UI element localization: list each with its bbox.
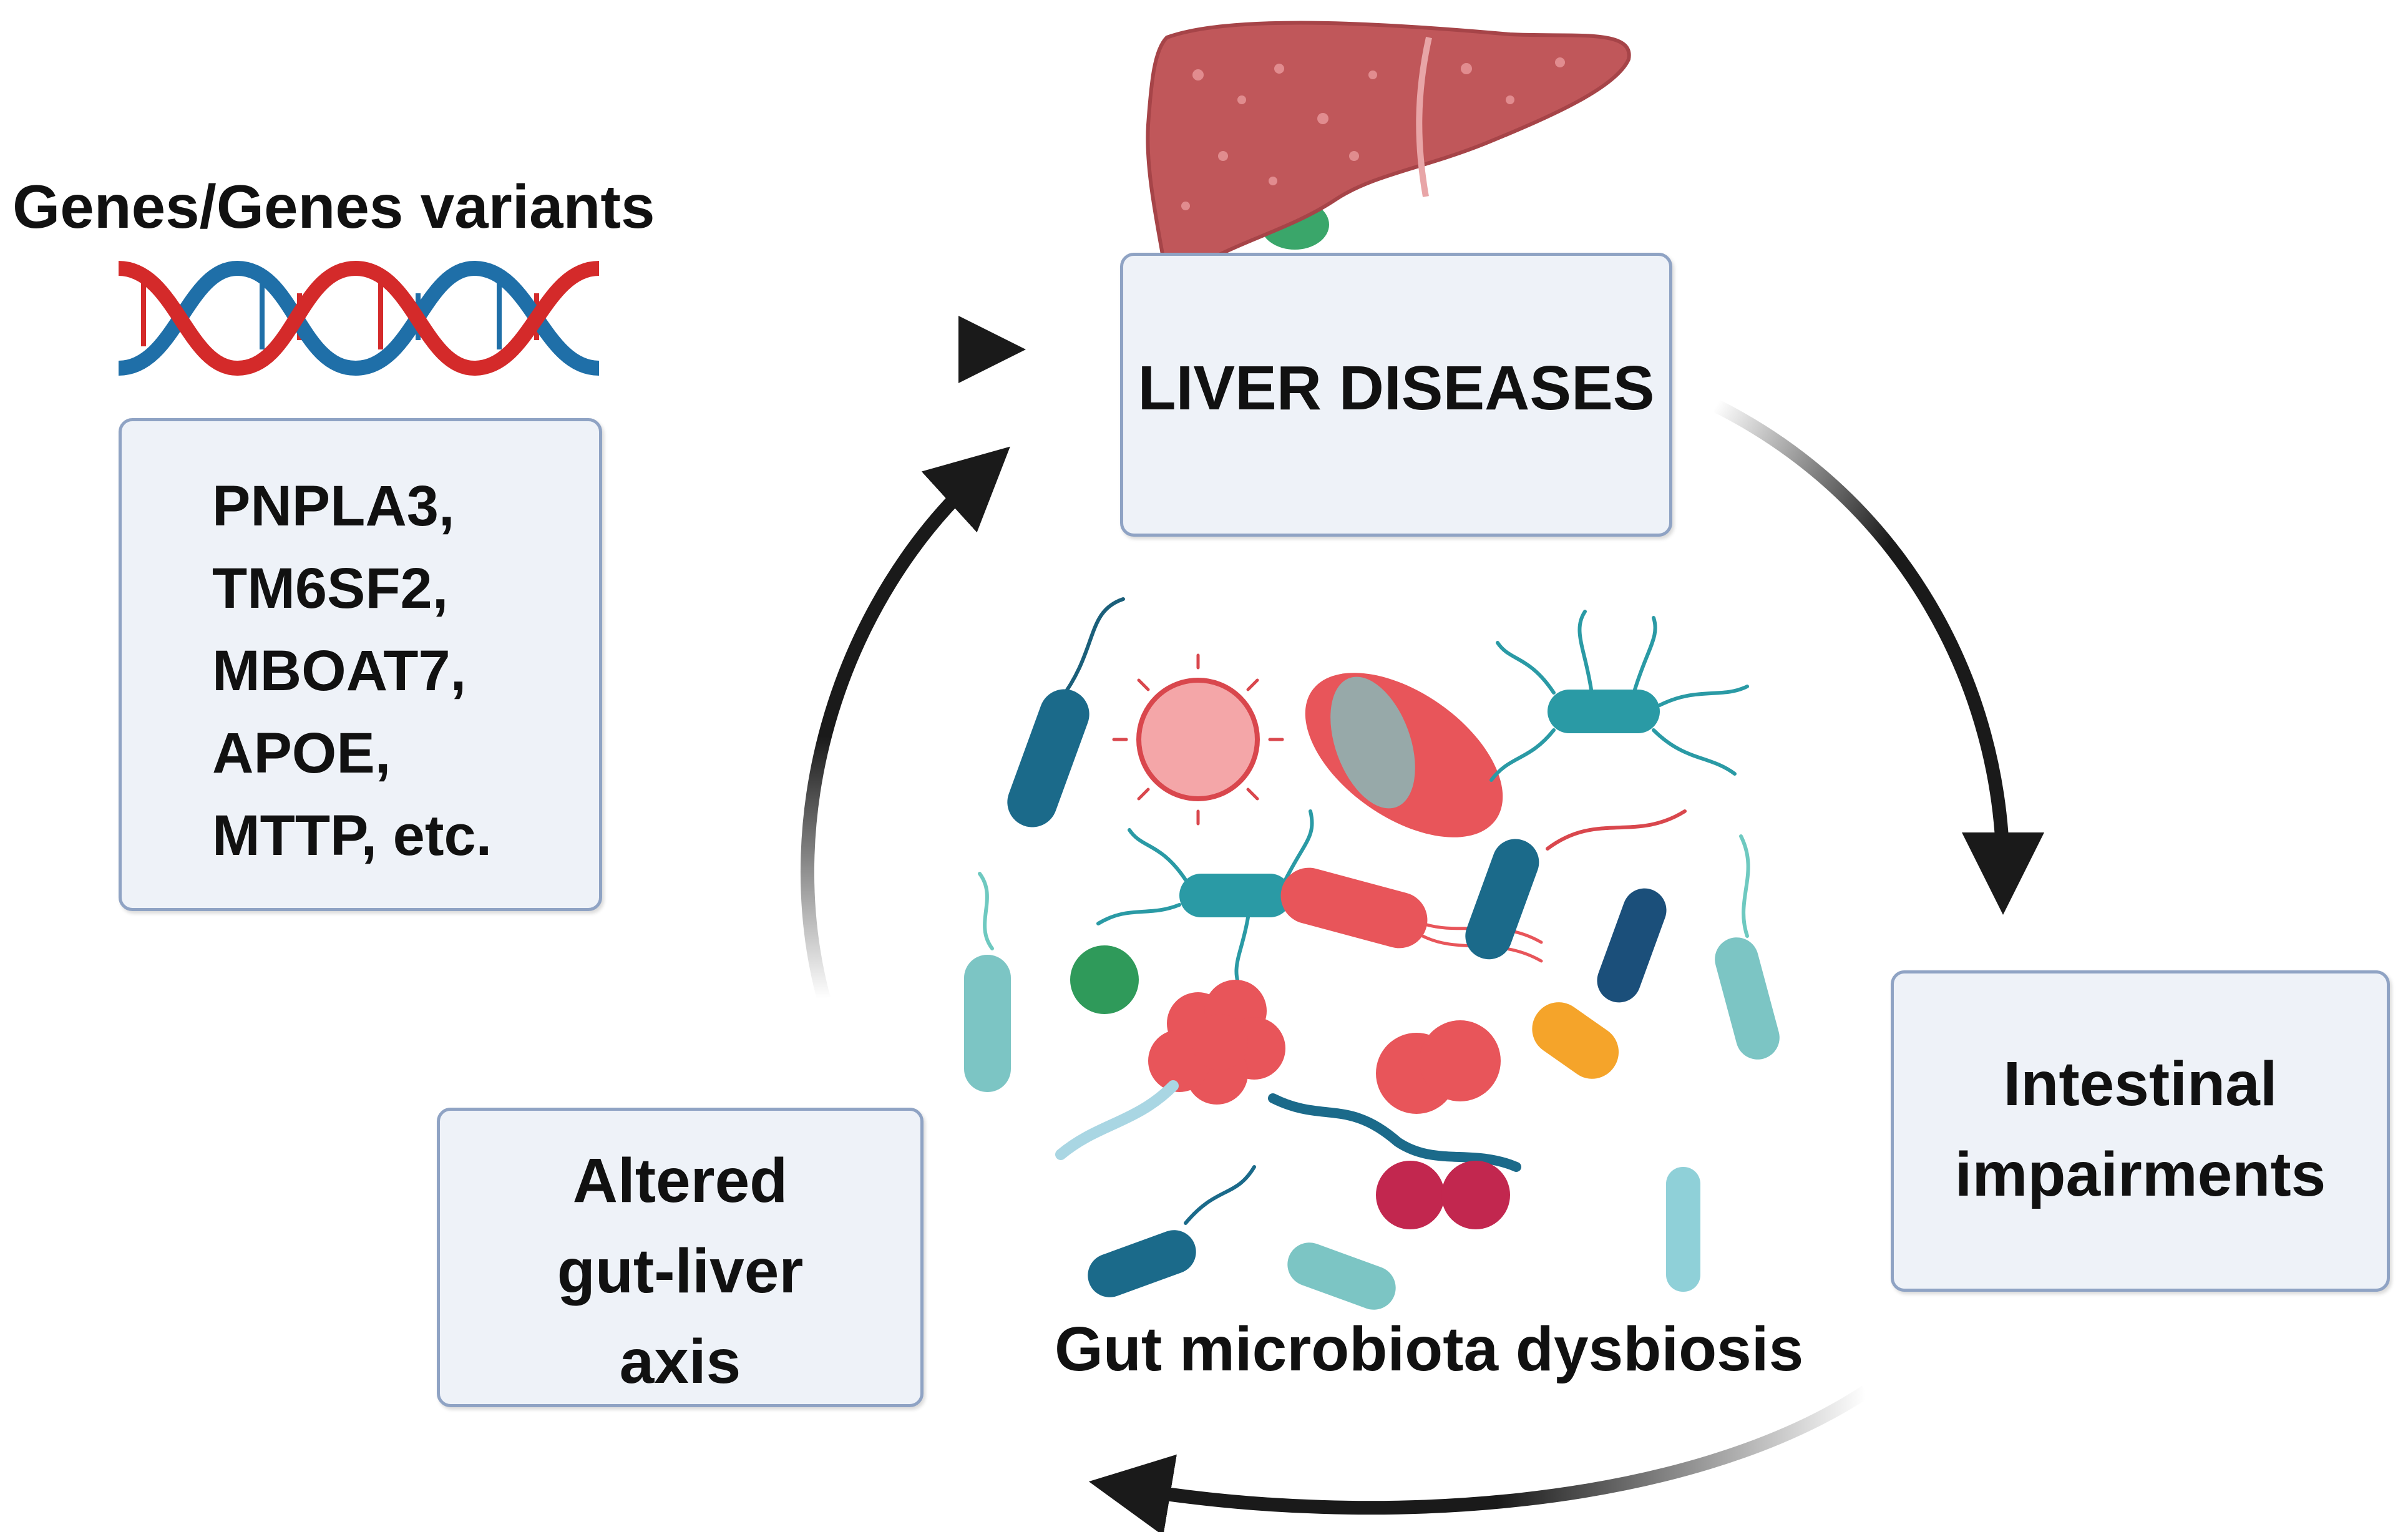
altered-line-2: gut-liver: [557, 1236, 804, 1306]
dna-icon: [118, 260, 600, 376]
altered-line-3: axis: [619, 1327, 741, 1397]
intestinal-line-2: impairments: [1954, 1139, 2326, 1209]
genes-title: Genes/Genes variants: [12, 172, 655, 241]
altered-line-1: Altered: [572, 1146, 788, 1216]
intestinal-line-1: Intestinal: [2003, 1049, 2278, 1119]
altered-gut-liver-axis-label: Altered gut-liver axis: [440, 1136, 920, 1407]
gut-microbiota-dysbiosis-label: Gut microbiota dysbiosis: [1055, 1314, 1804, 1384]
intestinal-impairments-box: Intestinal impairments: [1891, 970, 2390, 1292]
liver-icon: [1146, 21, 1631, 285]
microbes-illustration: [964, 597, 1780, 1310]
arrow-altered-to-liver: [800, 446, 1010, 1000]
altered-gut-liver-axis-box: Altered gut-liver axis: [437, 1108, 924, 1407]
liver-diseases-box: LIVER DISEASES: [1120, 253, 1672, 537]
genes-box: PNPLA3, TM6SF2, MBOAT7, APOE, MTTP, etc.: [119, 418, 602, 911]
gene-item: MBOAT7,: [212, 639, 467, 703]
gene-item: PNPLA3,: [212, 474, 455, 538]
arrow-liver-to-intestinal: [1713, 399, 2044, 915]
arrow-microbiota-to-altered: [1088, 1385, 1870, 1532]
gene-item: MTTP, etc.: [212, 804, 492, 867]
gene-item: APOE,: [212, 721, 391, 785]
gene-item: TM6SF2,: [212, 557, 449, 620]
gene-list: PNPLA3, TM6SF2, MBOAT7, APOE, MTTP, etc.: [212, 465, 492, 877]
liver-diseases-label: LIVER DISEASES: [1138, 353, 1655, 423]
intestinal-impairments-label: Intestinal impairments: [1894, 1039, 2387, 1220]
